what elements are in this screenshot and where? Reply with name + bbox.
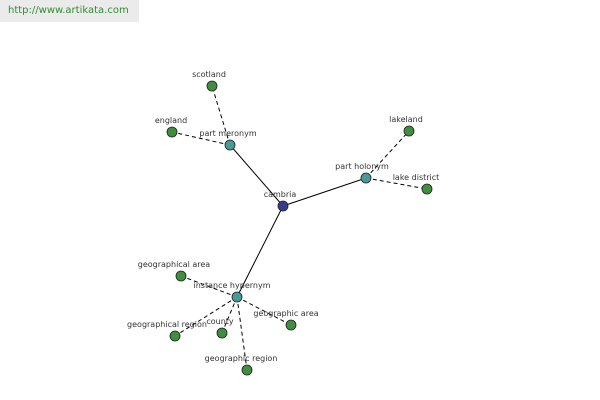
node-geographical-region[interactable] bbox=[169, 330, 181, 342]
edge-instance-hypernym-to-geographic-region bbox=[236, 296, 248, 371]
edge-instance-hypernym-to-geographical-area bbox=[180, 275, 238, 298]
edge-cambria-to-part-holonym bbox=[282, 177, 367, 207]
edge-instance-hypernym-to-geographic-area bbox=[236, 296, 292, 326]
node-label-lakeland[interactable]: lakeland bbox=[389, 115, 423, 124]
edges-layer bbox=[171, 85, 428, 371]
node-label-instance-hypernym[interactable]: instance hypernym bbox=[194, 281, 271, 290]
node-county[interactable] bbox=[216, 327, 228, 339]
node-lakeland[interactable] bbox=[403, 125, 415, 137]
node-label-geographic-region[interactable]: geographic region bbox=[205, 354, 278, 363]
node-label-county[interactable]: county bbox=[206, 317, 234, 326]
node-label-geographical-area[interactable]: geographical area bbox=[138, 260, 211, 269]
node-label-england[interactable]: england bbox=[155, 116, 187, 125]
node-label-cambria[interactable]: cambria bbox=[264, 190, 297, 199]
labels-layer: scotland england lakeland lake district geog… bbox=[127, 70, 439, 363]
nodes-layer bbox=[166, 80, 433, 376]
node-label-lake-district[interactable]: lake district bbox=[393, 173, 440, 182]
node-label-part-meronym[interactable]: part meronym bbox=[199, 129, 256, 138]
node-geographical-area[interactable] bbox=[175, 270, 187, 282]
node-label-part-holonym[interactable]: part holonym bbox=[335, 162, 389, 171]
node-geographic-area[interactable] bbox=[285, 319, 297, 331]
node-label-scotland[interactable]: scotland bbox=[192, 70, 226, 79]
source-url-label[interactable]: http://www.artikata.com bbox=[0, 0, 139, 22]
node-label-geographical-region[interactable]: geographical region bbox=[127, 320, 207, 329]
edge-part-holonym-to-lakeland bbox=[365, 130, 410, 179]
edge-cambria-to-part-meronym bbox=[229, 144, 284, 207]
edge-part-meronym-to-england bbox=[171, 131, 231, 146]
node-part-holonym[interactable] bbox=[360, 172, 372, 184]
edge-instance-hypernym-to-county bbox=[221, 296, 238, 334]
node-cambria[interactable] bbox=[277, 200, 289, 212]
node-england[interactable] bbox=[166, 126, 178, 138]
node-scotland[interactable] bbox=[206, 80, 218, 92]
edge-part-meronym-to-scotland bbox=[211, 85, 231, 146]
node-instance-hypernym[interactable] bbox=[231, 291, 243, 303]
edge-instance-hypernym-to-geographical-region bbox=[174, 296, 238, 337]
node-lake-district[interactable] bbox=[421, 183, 433, 195]
node-label-geographic-area[interactable]: geographic area bbox=[253, 309, 318, 318]
node-part-meronym[interactable] bbox=[224, 139, 236, 151]
node-geographic-region[interactable] bbox=[241, 364, 253, 376]
edge-cambria-to-instance-hypernym bbox=[236, 205, 284, 298]
edge-part-holonym-to-lake-district bbox=[365, 177, 428, 190]
